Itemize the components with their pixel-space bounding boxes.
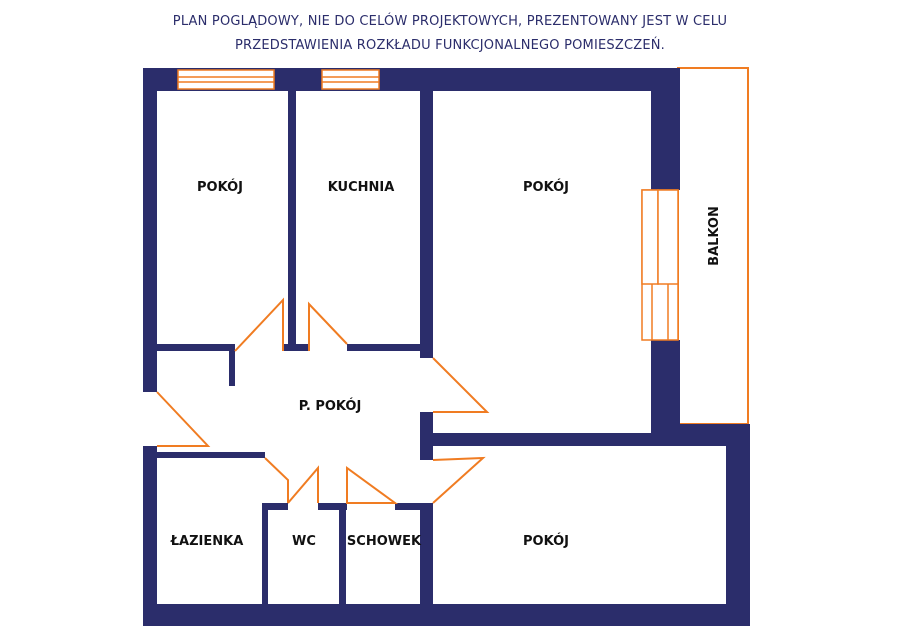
room-label-bathroom: ŁAZIENKA (170, 534, 244, 549)
room-label-kitchen: KUCHNIA (328, 180, 395, 195)
window-bedroom1 (177, 69, 275, 90)
windows (177, 69, 679, 341)
wall-schowek-top-b (395, 503, 433, 510)
wall-schowek-bedroom (420, 503, 433, 604)
door-swing-entrance (156, 391, 211, 447)
balcony-door-leaf (641, 189, 659, 285)
door-swing-bedroom2 (432, 357, 490, 413)
door-swing-bathroom (264, 457, 289, 503)
disclaimer-note: PLAN POGLĄDOWY, NIE DO CELÓW PROJEKTOWYC… (0, 10, 900, 58)
balcony-door-leaf-b (657, 189, 679, 285)
wall-right-mid (651, 340, 680, 435)
door-swings (156, 297, 490, 504)
wall-bedroom1-bottom-b (283, 344, 309, 351)
wall-bottom (143, 604, 750, 626)
room-label-hall: P. POKÓJ (299, 398, 362, 414)
door-swing-schowek (346, 466, 399, 504)
room-label-bedroom-3: POKÓJ (523, 533, 569, 549)
disclaimer-line-1: PLAN POGLĄDOWY, NIE DO CELÓW PROJEKTOWYC… (172, 14, 728, 29)
door-swing-kitchen (308, 301, 348, 351)
wall-kitchen-bedroom (420, 91, 433, 358)
room-label-balcony: BALKON (707, 206, 722, 266)
window-kitchen (321, 69, 380, 90)
room-label-storage: SCHOWEK (347, 534, 422, 549)
wall-bedroom1-bottom (157, 344, 235, 351)
wall-left-upper (143, 68, 157, 392)
wall-kitchen-bottom (347, 344, 433, 351)
room-label-bedroom-1: POKÓJ (197, 179, 243, 195)
door-swing-bedroom3 (432, 456, 486, 504)
door-swing-wc (287, 465, 319, 504)
wall-stub-bedroom1 (229, 344, 235, 386)
wall-bathroom-top (157, 452, 265, 458)
door-swing-bedroom1 (234, 297, 284, 352)
wall-wc-schowek (339, 503, 346, 604)
wall-balcony-bottom (680, 424, 750, 446)
wall-wc-top (262, 503, 288, 510)
wall-corridor-bedroom (420, 412, 433, 460)
walls (143, 68, 750, 626)
wall-right-upper (651, 68, 680, 190)
wall-left-lower (143, 446, 157, 626)
wall-bedroom-kitchen (288, 91, 296, 351)
wall-schowek-top (318, 503, 347, 510)
wall-bedrooms (420, 433, 680, 446)
room-label-wc: WC (292, 534, 316, 549)
wall-top (143, 68, 680, 91)
room-label-bedroom-2: POKÓJ (523, 179, 569, 195)
disclaimer-line-2: PRZEDSTAWIENIA ROZKŁADU FUNKCJONALNEGO P… (234, 38, 666, 53)
wall-right-lower (726, 424, 750, 626)
wall-bathroom-wc (262, 503, 268, 604)
